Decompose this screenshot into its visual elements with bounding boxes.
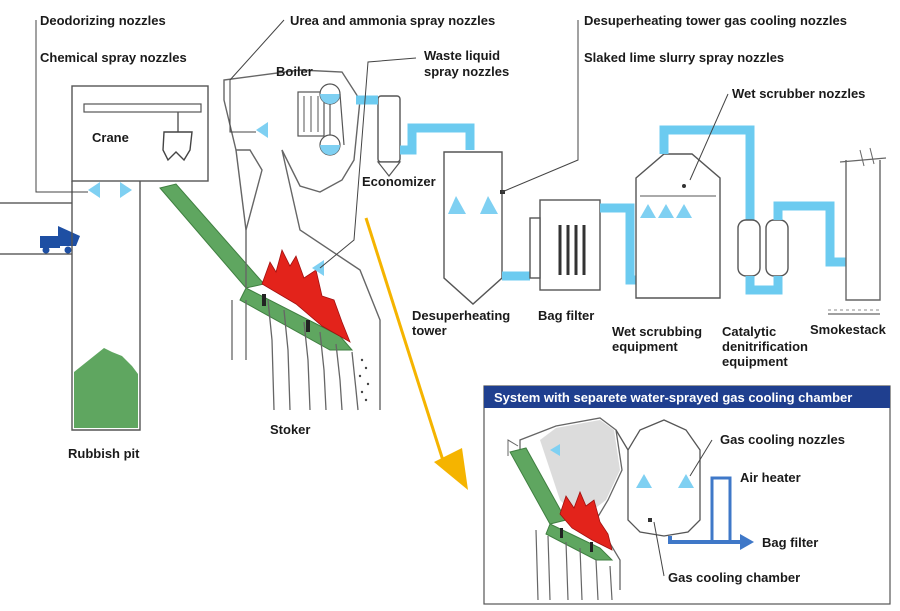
hopper-chute xyxy=(159,183,265,289)
economizer xyxy=(377,95,401,163)
stoker-grates xyxy=(231,299,359,411)
inset-label-gas-cooling-nozzles: Gas cooling nozzles xyxy=(720,432,845,447)
rubbish-pit xyxy=(71,181,141,431)
desuperheating-tower xyxy=(443,151,503,305)
catalytic-reactor-1 xyxy=(737,219,761,277)
rubbish-pile xyxy=(74,348,138,428)
label-catalytic-3: equipment xyxy=(722,354,788,369)
label-wet-scrubber-nozzles: Wet scrubber nozzles xyxy=(732,86,865,101)
label-wet-scrubbing-2: equipment xyxy=(612,339,678,354)
yellow-arrow xyxy=(364,217,448,471)
label-slaked-lime-nozzles: Slaked lime slurry spray nozzles xyxy=(584,50,784,65)
label-smokestack: Smokestack xyxy=(810,322,887,337)
label-chemical-spray-nozzles: Chemical spray nozzles xyxy=(40,50,187,65)
label-desuperheating-nozzles: Desuperheating tower gas cooling nozzles xyxy=(584,13,847,28)
inset-title: System with separete water-sprayed gas c… xyxy=(494,390,852,405)
label-urea-ammonia-nozzles: Urea and ammonia spray nozzles xyxy=(290,13,495,28)
catalytic-reactor-2 xyxy=(765,219,789,277)
label-waste-liquid-1: Waste liquid xyxy=(424,48,500,63)
label-economizer: Economizer xyxy=(362,174,436,189)
label-desuperheating-tower-1: Desuperheating xyxy=(412,308,510,323)
label-desuperheating-tower-2: tower xyxy=(412,323,447,338)
crane-rail xyxy=(83,103,202,113)
inset-header xyxy=(484,386,890,408)
inset-flow-arrow xyxy=(668,536,740,544)
inset-frame xyxy=(483,385,891,605)
label-stoker: Stoker xyxy=(270,422,310,437)
label-bag-filter: Bag filter xyxy=(538,308,594,323)
ash-drops xyxy=(358,358,370,402)
inset-air-heater xyxy=(710,476,732,542)
inset-label-bag-filter: Bag filter xyxy=(762,535,818,550)
label-deodorizing-nozzles: Deodorizing nozzles xyxy=(40,13,166,28)
truck-icon xyxy=(40,226,80,254)
label-boiler: Boiler xyxy=(276,64,313,79)
crane-grab-icon xyxy=(162,131,193,162)
smokestack xyxy=(845,160,881,301)
bag-filter xyxy=(539,199,601,291)
label-catalytic-1: Catalytic xyxy=(722,324,776,339)
inset-label-air-heater: Air heater xyxy=(740,470,801,485)
label-crane: Crane xyxy=(92,130,129,145)
inset-label-gas-cooling-chamber: Gas cooling chamber xyxy=(668,570,800,585)
label-waste-liquid-2: spray nozzles xyxy=(424,64,509,79)
label-rubbish-pit: Rubbish pit xyxy=(68,446,140,461)
label-wet-scrubbing-1: Wet scrubbing xyxy=(612,324,702,339)
inset-fire xyxy=(559,490,613,551)
wet-scrubbing-equipment xyxy=(635,153,721,299)
label-catalytic-2: denitrification xyxy=(722,339,808,354)
